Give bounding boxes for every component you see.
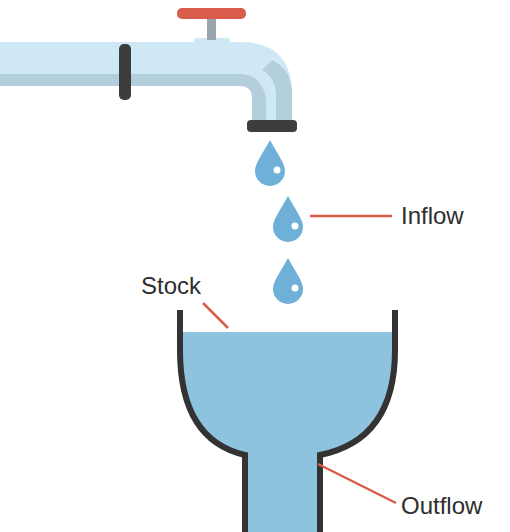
part-label: Inflow [401, 202, 464, 230]
pipe-shade [0, 74, 266, 122]
bowl-wall [320, 310, 395, 532]
part-label: Stock [141, 272, 201, 300]
pipe-shade [262, 60, 292, 122]
leader-lines [203, 216, 396, 503]
pipe [0, 42, 292, 122]
drop [273, 258, 303, 304]
pipe-collar [119, 44, 131, 100]
part-label: Outflow [401, 492, 482, 520]
leader-line [318, 464, 396, 503]
drop-shine [292, 285, 299, 292]
bowl-wall [180, 310, 245, 532]
tap [0, 8, 297, 132]
drop-shine [274, 167, 281, 174]
nozzle-ring [247, 120, 297, 132]
valve-base [194, 38, 230, 54]
drop-shine [292, 223, 299, 230]
valve-handle [177, 8, 246, 19]
drop [255, 140, 285, 186]
drop [273, 196, 303, 242]
leader-line [203, 303, 228, 328]
leader-line [310, 215, 392, 218]
water-drops [255, 140, 303, 304]
valve-stem [207, 16, 216, 40]
